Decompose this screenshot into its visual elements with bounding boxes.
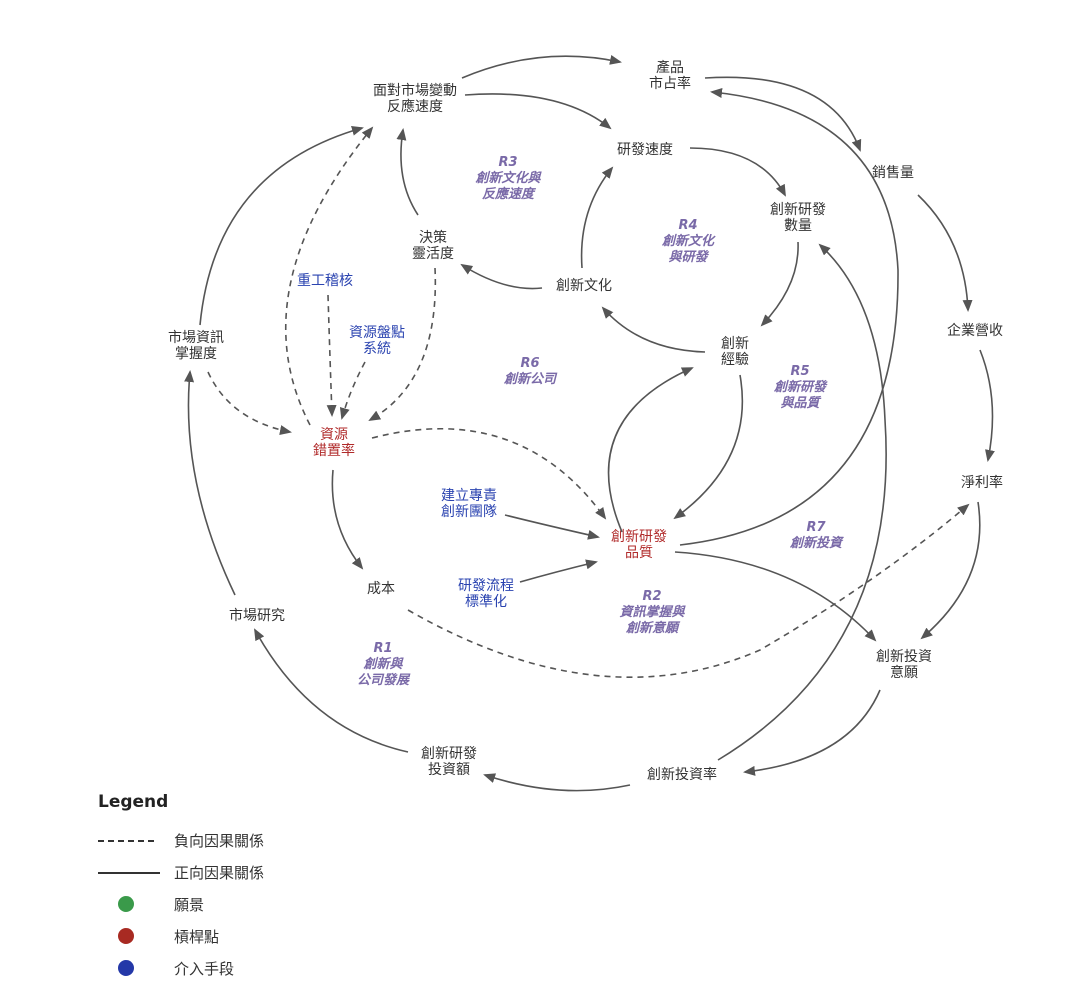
edge-decision-to-response — [396, 128, 419, 216]
red-dot-icon — [118, 928, 134, 944]
node-market-share: 產品市占率 — [649, 60, 691, 92]
legend: Legend 負向因果關係 正向因果關係 願景 槓桿點 介入手段 — [98, 792, 264, 984]
edge-culture-to-decision — [460, 263, 543, 290]
edge-process-to-quality — [519, 559, 598, 583]
intervention-rd-process: 研發流程標準化 — [458, 578, 514, 610]
node-innov-invest-willingness: 創新投資意願 — [876, 649, 932, 681]
edge-marketresearch-to-marketinfo — [184, 370, 236, 596]
legend-positive: 正向因果關係 — [98, 856, 264, 888]
edge-quality-to-experience — [607, 367, 694, 533]
edge-experience-to-culture — [601, 306, 706, 353]
node-rd-speed: 研發速度 — [617, 142, 673, 158]
edge-marketinfo-to-response — [199, 125, 364, 326]
node-response-speed: 面對市場變動反應速度 — [373, 83, 457, 115]
node-decision-flexibility: 決策靈活度 — [412, 230, 454, 262]
intervention-dedicated-team: 建立專責創新團隊 — [441, 488, 497, 520]
edge-revenue-to-netmargin — [979, 349, 995, 462]
edge-misallocation-to-quality — [371, 427, 607, 520]
edge-marketinfo-to-misallocation — [207, 371, 292, 435]
legend-vision: 願景 — [98, 888, 264, 920]
legend-title: Legend — [98, 792, 169, 812]
edge-response-to-rdspeed — [464, 93, 612, 130]
edge-rdcount-to-experience — [760, 241, 799, 327]
node-market-research: 市場研究 — [229, 608, 285, 624]
edge-sales-to-revenue — [917, 194, 973, 312]
node-net-margin: 淨利率 — [961, 475, 1003, 491]
node-innov-rd-quality: 創新研發品質 — [611, 529, 667, 561]
node-innov-experience: 創新經驗 — [721, 336, 749, 368]
node-rd-invest-amount: 創新研發投資額 — [421, 746, 477, 778]
edge-marketshare-to-sales — [704, 76, 862, 152]
node-innov-invest-rate: 創新投資率 — [647, 767, 717, 783]
edge-inventory-to-misallocation — [339, 361, 366, 420]
edge-team-to-quality — [504, 514, 600, 540]
legend-intervention: 介入手段 — [98, 952, 264, 984]
edge-decision-to-misallocation — [368, 267, 437, 421]
edge-investrate-to-rdcount — [717, 243, 887, 761]
edge-audit-to-misallocation — [326, 294, 337, 417]
node-sales-volume: 銷售量 — [872, 165, 914, 181]
edge-quality-to-investwill — [674, 551, 877, 642]
solid-line-symbol — [98, 872, 160, 874]
edge-investwill-to-investrate — [743, 689, 881, 776]
node-market-info: 市場資訊掌握度 — [168, 330, 224, 362]
edge-netmargin-to-investwill — [920, 501, 981, 640]
edge-response-to-marketshare — [461, 55, 622, 79]
node-innov-rd-count: 創新研發數量 — [770, 202, 826, 234]
edge-experience-to-quality — [673, 374, 744, 520]
edge-misallocation-to-response — [285, 126, 374, 426]
node-revenue: 企業營收 — [947, 323, 1003, 339]
edge-quality-to-marketshare — [679, 88, 899, 546]
node-resource-misallocation: 資源錯置率 — [313, 427, 355, 459]
legend-negative: 負向因果關係 — [98, 824, 264, 856]
green-dot-icon — [118, 896, 134, 912]
edge-rdspeed-to-rdcount — [689, 147, 786, 197]
legend-leverage: 槓桿點 — [98, 920, 264, 952]
blue-dot-icon — [118, 960, 134, 976]
edge-investrate-to-investamount — [483, 773, 631, 792]
edge-culture-to-rdspeed — [580, 166, 614, 269]
edge-investamount-to-marketresearch — [254, 628, 409, 753]
edge-misallocation-to-cost — [331, 469, 364, 570]
intervention-heavy-audit: 重工稽核 — [297, 273, 353, 289]
node-innov-culture: 創新文化 — [556, 278, 612, 294]
dashed-line-symbol — [98, 840, 154, 842]
node-cost: 成本 — [367, 581, 395, 597]
intervention-resource-inventory: 資源盤點系統 — [349, 325, 405, 357]
